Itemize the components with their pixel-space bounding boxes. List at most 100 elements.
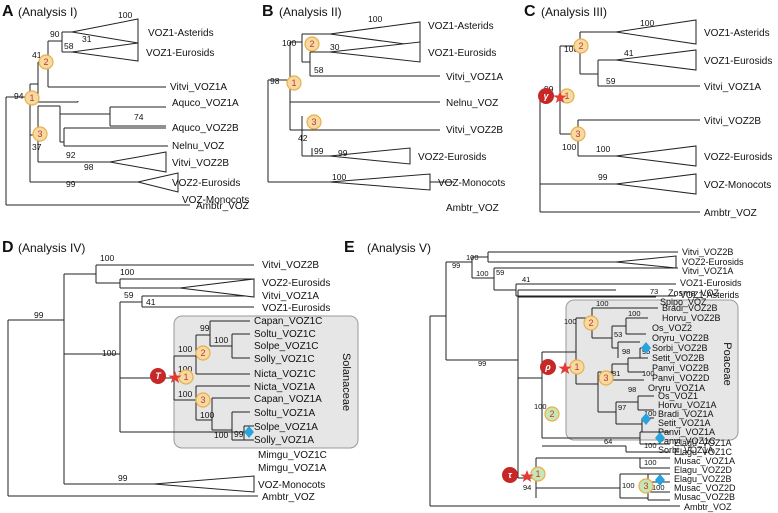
panel-a-node-label: 2	[43, 57, 48, 67]
panel-d-support: 100	[102, 348, 116, 358]
panel-d-leaf: Mimgu_VOZ1A	[258, 463, 327, 474]
panel-e-node-label: 2	[549, 409, 554, 419]
panel-b-leaf: Nelnu_VOZ	[446, 98, 498, 109]
panel-b-leaf: VOZ1-Asterids	[428, 21, 494, 32]
panel-e-leaf: Oryru_VOZ1A	[648, 383, 705, 393]
panel-d-support: 100	[178, 389, 192, 399]
panel-e-support: 100	[534, 402, 547, 411]
panel-d-support: 100	[178, 344, 192, 354]
panel-d-leaf: Vitvi_VOZ1A	[262, 291, 319, 302]
panel-d-diamond-icon	[244, 426, 254, 438]
panel-d: D (Analysis IV) Solanaceae Vitvi_VOZ2B V…	[2, 239, 359, 503]
panel-e-leaf: Spipo_VOZ	[660, 297, 707, 307]
panel-d-leaf: Soltu_VOZ1A	[254, 408, 315, 419]
panel-e-node-marker	[583, 315, 599, 331]
panel-e-leaf: VOZ1-Asterids	[680, 290, 740, 300]
panel-a-support: 92	[66, 150, 76, 160]
panel-b-clade-voz2-eurosids	[329, 147, 411, 165]
panel-b-node-label: 1	[291, 78, 296, 88]
panel-b-support: 42	[298, 133, 308, 143]
panel-c-clade-voz1-eurosids	[615, 49, 697, 71]
panel-d-node-marker	[195, 392, 211, 408]
panel-e-support: 59	[496, 268, 504, 277]
panel-b-leaf: Ambtr_VOZ	[446, 203, 499, 214]
poaceae-clade-label: Poaceae	[721, 342, 733, 385]
panel-a-support: 41	[32, 50, 42, 60]
panel-a-clade-voz2-eurosids	[109, 151, 167, 173]
panel-d-leaf: Vitvi_VOZ2B	[262, 260, 319, 271]
panel-e-support: 100	[466, 253, 479, 262]
panel-e-event-badge	[540, 359, 556, 375]
panel-b-support: 100	[332, 172, 346, 182]
panel-a-support: 74	[134, 112, 144, 122]
panel-c-leaf: Ambtr_VOZ	[704, 208, 757, 219]
panel-a-clade-voz1-asterids	[71, 18, 139, 44]
panel-e-node-marker	[638, 478, 654, 494]
panel-b-letter: B	[262, 3, 274, 20]
panel-c-clade-voz2-eurosids	[615, 145, 697, 167]
panel-c: C (Analysis III) VOZ1-Asterids VOZ1-Euro…	[524, 3, 772, 219]
panel-b-clade-voz1-eurosids	[329, 41, 421, 63]
panel-e-leaf: Setit_VOZ2B	[652, 353, 705, 363]
panel-a-support: 99	[66, 179, 76, 189]
panel-e-event-label: ρ	[544, 362, 551, 372]
panel-c-clade-voz1-asterids	[615, 19, 697, 45]
panel-a-support: 94	[14, 91, 24, 101]
panel-b-title: (Analysis II)	[279, 5, 342, 19]
panel-a-node-marker	[32, 126, 48, 142]
panel-d-letter: D	[2, 239, 14, 256]
panel-e-node-marker	[544, 406, 560, 422]
panel-e-node-label: 1	[535, 469, 540, 479]
panel-e-leaf: Bradi_VOZ1A	[658, 409, 714, 419]
panel-e-diamond-icon	[655, 432, 665, 444]
panel-d-duplication-star-icon	[168, 371, 182, 383]
panel-d-leaf: Nicta_VOZ1C	[254, 369, 316, 380]
panel-e-support: 100	[644, 458, 657, 467]
panel-c-support: 100	[596, 144, 610, 154]
panel-b-support: 100	[368, 14, 382, 24]
panel-b-support: 99	[314, 146, 324, 156]
panel-e-letter: E	[344, 239, 355, 256]
panel-e-leaf: Elagu_VOZ1C	[674, 447, 733, 457]
panel-c-event-badge	[538, 88, 554, 104]
panel-d-leaf: Capan_VOZ1A	[254, 394, 322, 405]
panel-e-leaf: Horvu_VOZ1A	[658, 400, 717, 410]
panel-e-diamond-icon	[655, 474, 665, 486]
panel-e-node-label: 3	[603, 373, 608, 383]
panel-c-letter: C	[524, 3, 536, 20]
panel-a-leaf: VOZ1-Eurosids	[146, 48, 214, 59]
panel-e-node-marker	[598, 370, 614, 386]
panel-e-leaf: VOZ2-Eurosids	[682, 257, 744, 267]
panel-d-support: 100	[214, 335, 228, 345]
panel-d-leaf: Solpe_VOZ1C	[254, 341, 318, 352]
solanaceae-clade-label: Solanaceae	[340, 353, 352, 411]
panel-e-support: 100	[644, 409, 657, 418]
panel-e-leaf: Elagu_VOZ1A	[674, 438, 732, 448]
panel-e-leaf: Setit_VOZ1A	[658, 418, 711, 428]
panel-e-event-label: τ	[508, 470, 513, 480]
panel-d-leaf: Capan_VOZ1C	[254, 316, 322, 327]
panel-b-node-label: 3	[311, 117, 316, 127]
panel-d-node-marker	[195, 345, 211, 361]
panel-e-leaf: Oryru_VOZ2B	[652, 333, 709, 343]
panel-e-diamond-icon	[641, 342, 651, 354]
panel-c-leaf: VOZ1-Eurosids	[704, 56, 772, 67]
panel-e-support: 98	[628, 385, 636, 394]
panel-a-node-marker	[24, 90, 40, 106]
panel-b-node-marker	[306, 114, 322, 130]
panel-c-node-label: 1	[564, 91, 569, 101]
panel-c-node-marker	[570, 126, 586, 142]
panel-c-clade-voz-monocots	[615, 173, 697, 195]
panel-a-leaf: Vitvi_VOZ1A	[170, 82, 227, 93]
panel-e-leaf: Bradi_VOZ2B	[662, 303, 718, 313]
panel-e-leaf: Panvi_VOZ2D	[652, 373, 710, 383]
panel-c-support: 100	[640, 18, 654, 28]
panel-a-leaf: VOZ-Monocots	[182, 195, 249, 206]
panel-a-support: 37	[32, 142, 42, 152]
panel-e-duplication-star-icon	[520, 470, 534, 482]
panel-d-leaf: Solly_VOZ1C	[254, 354, 315, 365]
panel-b-support: 99	[338, 148, 348, 158]
panel-e-leaf: Vitvi_VOZ2B	[682, 247, 733, 257]
panel-d-support: 100	[214, 430, 228, 440]
panel-d-leaf: VOZ1-Eurosids	[262, 303, 330, 314]
